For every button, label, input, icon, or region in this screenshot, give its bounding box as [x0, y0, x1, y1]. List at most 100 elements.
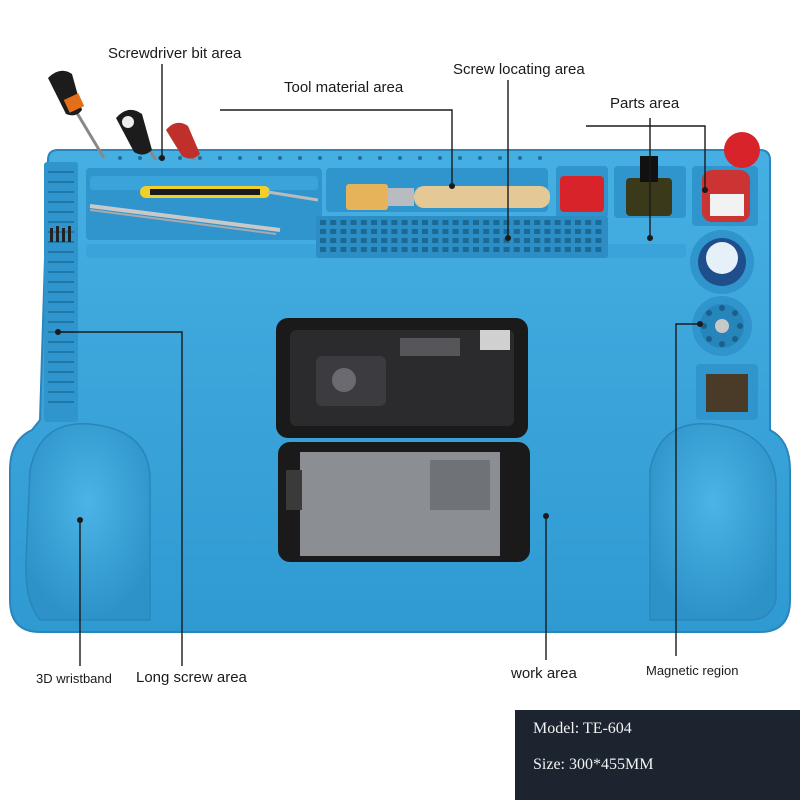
screw-hole — [320, 229, 326, 234]
size-text: Size: 300*455MM — [533, 756, 654, 773]
screw-hole — [401, 247, 408, 252]
screw-hole — [585, 220, 592, 225]
screw-hole — [585, 247, 592, 252]
screw-hole — [544, 238, 551, 243]
screw-hole — [371, 229, 377, 234]
screw-hole — [513, 247, 520, 252]
tweezers — [89, 204, 281, 235]
screw-hole — [360, 229, 367, 234]
flex-cable-part — [696, 364, 758, 420]
screw-hole — [534, 229, 541, 234]
screw-hole — [483, 247, 490, 252]
screw-hole — [452, 247, 459, 252]
screw-hole — [534, 220, 541, 225]
screw-hole — [483, 238, 490, 243]
screw-hole — [595, 247, 602, 252]
callout-screw-locating-area: Screw locating area — [453, 61, 585, 78]
screw-hole — [330, 238, 337, 243]
screw-hole — [330, 247, 337, 252]
callout-magnetic-region: Magnetic region — [646, 663, 739, 678]
screw-hole — [442, 220, 449, 225]
screw-hole — [473, 238, 479, 243]
screw-hole — [432, 247, 439, 252]
screw-hole — [391, 238, 398, 243]
screw-hole — [411, 247, 418, 252]
screw-hole — [350, 229, 357, 234]
screw-hole — [381, 238, 388, 243]
screw-hole — [340, 238, 347, 243]
screwdriver-black — [48, 70, 106, 159]
screw-hole — [575, 220, 581, 225]
magnetic-screw-cup — [692, 296, 752, 356]
screw-hole — [432, 220, 439, 225]
product-info-box: Model: TE-604 Size: 300*455MM — [515, 710, 800, 800]
screw-hole — [513, 229, 520, 234]
screw-hole — [360, 247, 367, 252]
phone-screen-half — [278, 442, 530, 562]
screw-hole — [452, 220, 459, 225]
screw-hole — [544, 247, 551, 252]
screw-hole — [534, 238, 541, 243]
screw-hole — [462, 229, 469, 234]
long-screw-strip — [44, 162, 78, 422]
screw-hole — [595, 229, 602, 234]
screw-hole — [340, 247, 347, 252]
screw-hole — [544, 229, 551, 234]
liquid-cup — [690, 230, 754, 294]
screw-hole — [575, 229, 581, 234]
screw-hole — [330, 220, 337, 225]
screw-hole — [432, 229, 439, 234]
screw-hole — [422, 229, 428, 234]
callout-lines — [58, 64, 706, 666]
screwdriver-white-tip — [116, 109, 158, 161]
screw-hole — [493, 238, 500, 243]
callout-parts-area: Parts area — [610, 95, 680, 112]
screw-hole — [554, 238, 561, 243]
screw-hole — [371, 247, 377, 252]
screw-hole — [350, 220, 357, 225]
screw-hole — [564, 220, 571, 225]
screw-hole — [513, 238, 520, 243]
left-wrist-pad — [25, 422, 151, 621]
screw-hole — [411, 220, 418, 225]
callout-tool-material-area: Tool material area — [284, 79, 404, 96]
screw-hole — [524, 238, 530, 243]
screw-hole — [473, 229, 479, 234]
screw-hole — [554, 229, 561, 234]
screw-hole — [595, 238, 602, 243]
screw-hole — [585, 229, 592, 234]
callout-3d-wristband: 3D wristband — [36, 671, 112, 686]
screw-hole — [564, 238, 571, 243]
screw-hole — [391, 220, 398, 225]
screw-hole — [432, 238, 439, 243]
screw-hole — [524, 220, 530, 225]
screw-hole — [483, 229, 490, 234]
screw-hole — [493, 220, 500, 225]
screw-hole — [513, 220, 520, 225]
screw-hole — [575, 247, 581, 252]
yellow-screwdriver — [140, 186, 319, 202]
screw-hole — [330, 229, 337, 234]
screw-hole — [340, 220, 347, 225]
model-text: Model: TE-604 — [533, 720, 632, 737]
callout-long-screw-area: Long screw area — [136, 669, 247, 686]
screw-hole — [371, 220, 377, 225]
screw-hole — [462, 247, 469, 252]
screw-locating-grid — [316, 216, 608, 258]
screw-hole — [595, 220, 602, 225]
screw-hole — [493, 229, 500, 234]
screw-hole — [381, 220, 388, 225]
screw-hole — [493, 247, 500, 252]
screw-hole — [320, 238, 326, 243]
screw-hole — [575, 238, 581, 243]
screw-hole — [524, 229, 530, 234]
screw-hole — [564, 247, 571, 252]
red-cap-bottle — [702, 132, 760, 222]
screw-hole — [422, 238, 428, 243]
brush — [346, 184, 550, 210]
screw-hole — [452, 238, 459, 243]
screw-hole — [503, 220, 510, 225]
screw-hole — [442, 247, 449, 252]
callout-dots — [55, 155, 708, 523]
